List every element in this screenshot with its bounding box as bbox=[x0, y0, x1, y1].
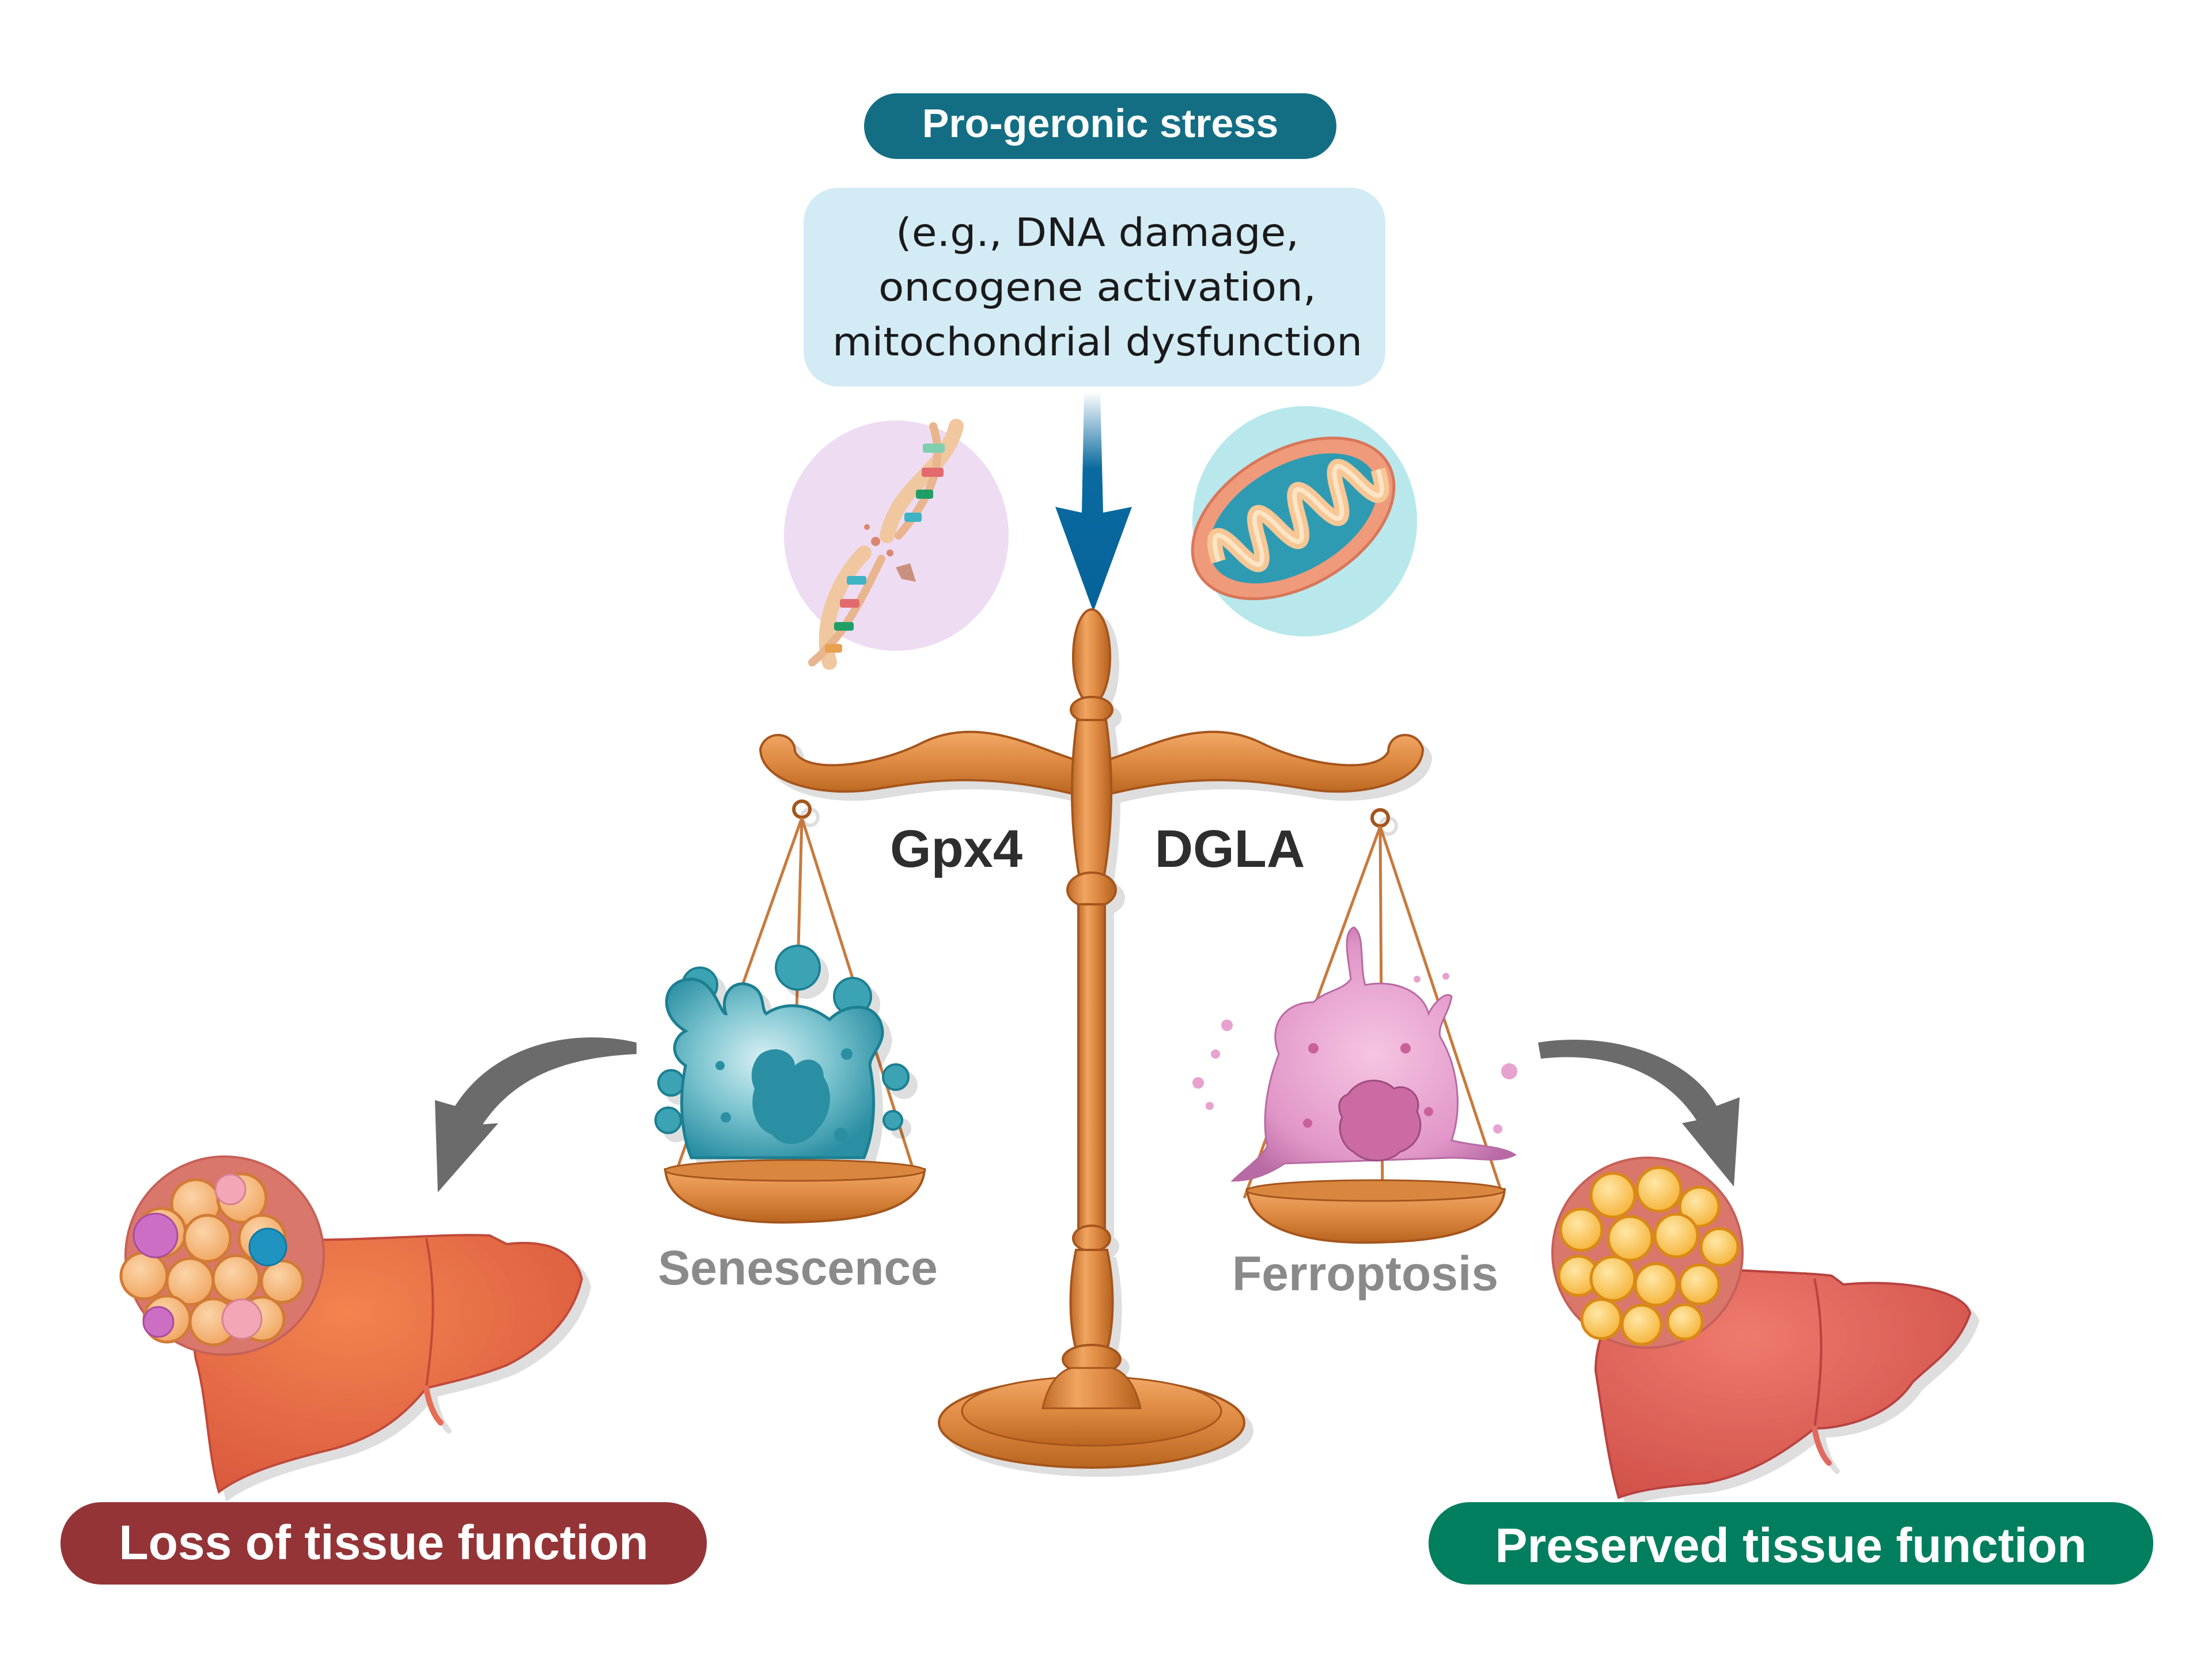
damaged-dna-icon bbox=[784, 419, 1009, 670]
senescent-cell-icon bbox=[654, 945, 910, 1159]
stress-header-pill: Pro-geronic stress bbox=[864, 93, 1336, 159]
ferroptotic-cell-icon bbox=[1192, 926, 1517, 1182]
healthy-tissue-magnifier bbox=[1551, 1157, 1744, 1349]
ferroptosis-label: Ferroptosis bbox=[1232, 1246, 1498, 1301]
right-scale-pan bbox=[1245, 1188, 1506, 1244]
gpx4-label: Gpx4 bbox=[890, 820, 1022, 878]
loss-of-tissue-function-badge: Loss of tissue function bbox=[60, 1502, 707, 1585]
senescence-label: Senescence bbox=[658, 1241, 938, 1295]
curved-arrow-left-icon bbox=[435, 1037, 637, 1192]
mitochondrion-icon bbox=[1191, 406, 1417, 636]
stress-header-label: Pro-geronic stress bbox=[922, 101, 1279, 146]
stress-example-line-2: oncogene activation, bbox=[878, 265, 1316, 310]
diseased-tissue-magnifier bbox=[119, 1155, 325, 1356]
balance-scale-icon bbox=[759, 608, 1425, 1469]
stress-example-line-3: mitochondrial dysfunction bbox=[832, 320, 1362, 365]
loss-of-tissue-function-label: Loss of tissue function bbox=[119, 1515, 648, 1570]
dgla-label: DGLA bbox=[1155, 820, 1305, 878]
preserved-tissue-function-badge: Preserved tissue function bbox=[1429, 1502, 2153, 1585]
curved-arrow-right-icon bbox=[1538, 1039, 1740, 1187]
left-scale-pan bbox=[664, 1168, 926, 1224]
preserved-tissue-function-label: Preserved tissue function bbox=[1495, 1518, 2087, 1572]
stress-example-line-1: (e.g., DNA damage, bbox=[896, 210, 1299, 256]
down-arrow-icon bbox=[1055, 392, 1132, 612]
right-scale-pan-rim bbox=[1245, 1179, 1506, 1202]
stress-examples-box: (e.g., DNA damage, oncogene activation, … bbox=[804, 188, 1385, 386]
left-scale-pan-rim bbox=[664, 1159, 926, 1182]
